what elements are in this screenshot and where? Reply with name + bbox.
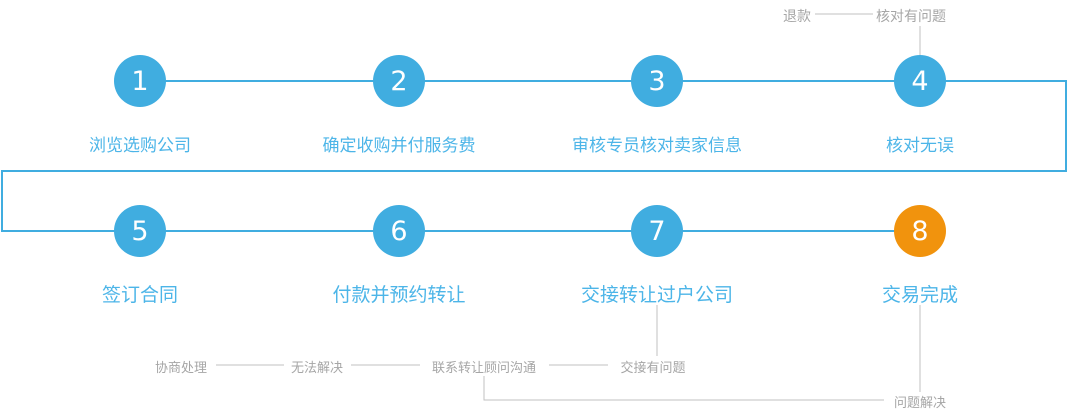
step-label-8: 交易完成 xyxy=(881,284,959,306)
step-label-4: 核对无误 xyxy=(886,136,954,156)
branch-label-unresolved: 无法解决 xyxy=(287,357,347,376)
step-node-7[interactable]: 7 xyxy=(631,205,683,257)
branch-label-check-problem: 核对有问题 xyxy=(873,6,949,26)
step-node-8[interactable]: 8 xyxy=(894,205,946,257)
step-number-8: 8 xyxy=(911,215,929,247)
step-number-7: 7 xyxy=(648,215,666,247)
step-node-1[interactable]: 1 xyxy=(114,55,166,107)
line-contactadvisor-to-issueresolved xyxy=(483,376,884,401)
step-number-6: 6 xyxy=(390,215,408,247)
step-label-6: 付款并预约转让 xyxy=(332,284,466,306)
branch-label-refund: 退款 xyxy=(780,6,814,26)
branch-label-contact-advisor: 联系转让顾问沟通 xyxy=(428,357,540,376)
step-node-6[interactable]: 6 xyxy=(373,205,425,257)
step-node-5[interactable]: 5 xyxy=(114,205,166,257)
step-label-2: 确定收购并付服务费 xyxy=(322,136,476,156)
branch-label-issue-resolved: 问题解决 xyxy=(890,392,950,411)
branch-label-negotiate: 协商处理 xyxy=(151,357,211,376)
step-node-2[interactable]: 2 xyxy=(373,55,425,107)
step-number-1: 1 xyxy=(131,65,149,97)
step-node-4[interactable]: 4 xyxy=(894,55,946,107)
branch-label-handover-issue: 交接有问题 xyxy=(617,357,689,376)
step-label-5: 签订合同 xyxy=(101,284,179,306)
step-number-5: 5 xyxy=(131,215,149,247)
step-label-7: 交接转让过户公司 xyxy=(580,284,734,306)
step-node-3[interactable]: 3 xyxy=(631,55,683,107)
step-number-3: 3 xyxy=(648,65,666,97)
step-number-4: 4 xyxy=(911,65,929,97)
step-label-3: 审核专员核对卖家信息 xyxy=(572,136,742,156)
step-label-1: 浏览选购公司 xyxy=(89,136,191,156)
step-number-2: 2 xyxy=(390,65,408,97)
